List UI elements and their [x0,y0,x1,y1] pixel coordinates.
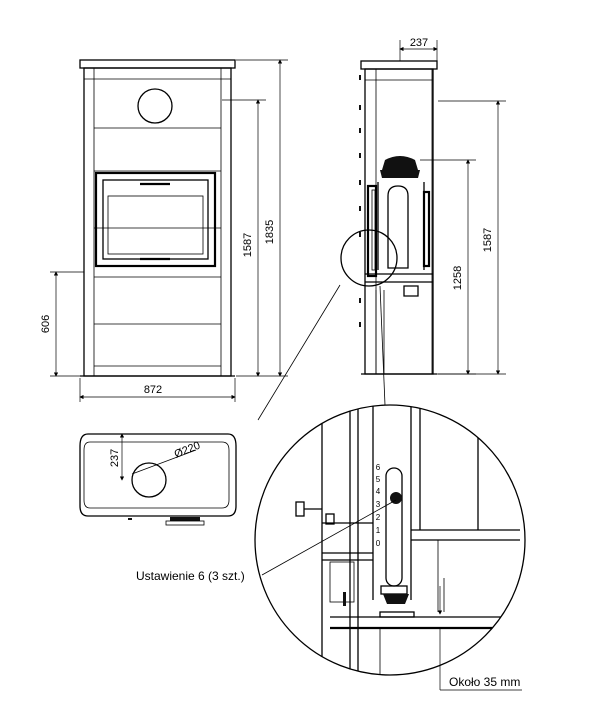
side-dimensions: 237 1258 1587 [399,37,506,375]
setting-callout: Ustawienie 6 (3 szt.) [136,499,397,583]
side-view [340,60,438,375]
front-dimensions: 1835 1587 606 872 [40,59,288,402]
dim-top-237: 237 [109,449,121,467]
dim-top-diameter: Ø220 [173,440,202,461]
detail-marker-circle [340,229,398,287]
dim-front-1835: 1835 [264,220,276,244]
scale-3: 3 [376,500,381,509]
scale-4: 4 [376,487,381,496]
flue-outlet-circle [137,88,173,124]
firebox-door [94,171,217,268]
scale-1: 1 [376,526,381,535]
dim-front-872: 872 [144,384,162,396]
top-view: Ø220 237 [79,433,237,526]
dim-front-606: 606 [40,315,52,333]
scale-0: 0 [376,539,381,548]
scale-6: 6 [376,463,381,472]
approx-35mm-label: Około 35 mm [449,675,520,689]
setting-callout-label: Ustawienie 6 (3 szt.) [136,569,245,583]
detail-view: 6 5 4 3 2 1 0 Około 35 mm [254,284,526,691]
scale-5: 5 [376,475,381,484]
flue-collar [380,170,420,178]
adjust-knob [390,492,402,504]
scale-2: 2 [376,513,381,522]
front-view [79,59,236,377]
dim-side-1258: 1258 [452,266,464,290]
dim-side-237: 237 [410,37,428,49]
top-flue-circle [131,462,167,498]
dim-side-1587: 1587 [482,228,494,252]
dim-front-1587: 1587 [242,233,254,257]
